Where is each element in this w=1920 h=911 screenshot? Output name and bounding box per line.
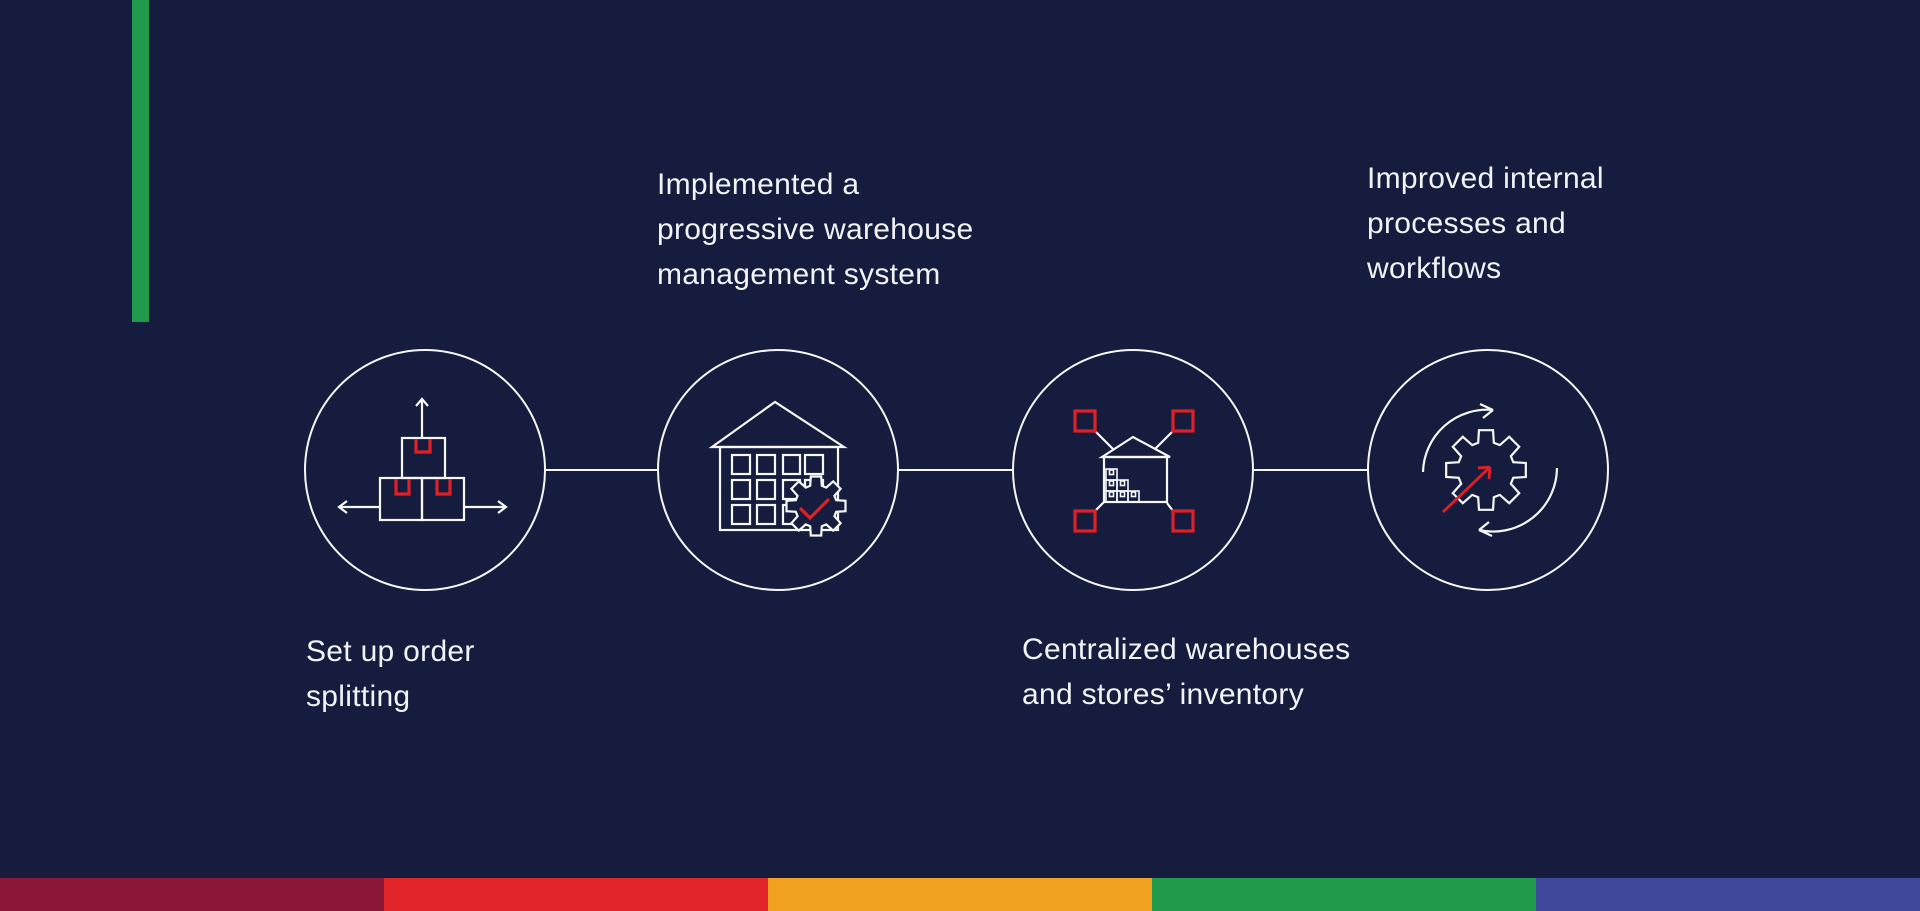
step-label-3: Centralized warehouses and stores’ inven… [1022,633,1351,711]
footer-color-bar [0,878,1920,911]
step-label-2: Implemented a progressive warehouse mana… [657,168,974,291]
centralized-inventory-icon [1073,409,1195,533]
connector-line-1 [546,469,657,471]
warehouse-management-icon [708,400,848,560]
step-label-4: Improved internal processes and workflow… [1367,162,1604,285]
node-square [1073,509,1097,533]
footer-segment-blue [1536,878,1920,911]
node-square [1171,409,1195,433]
trend-arrow [1442,465,1491,514]
accent-bar [132,0,149,322]
cycle-arrow-top [1421,408,1494,473]
gear-icon [1446,430,1526,510]
connector-line-2 [899,469,1012,471]
footer-segment-orange [768,878,1152,911]
footer-segment-red [384,878,768,911]
gear-icon [787,477,846,536]
step-circle-3 [1012,349,1254,591]
box-tape-mark [435,479,452,496]
step-circle-2 [657,349,899,591]
node-square [1073,409,1097,433]
footer-segment-maroon [0,878,384,911]
process-improvement-icon [1421,403,1559,537]
step-circle-1 [304,349,546,591]
cycle-arrow-bottom [1478,467,1559,533]
step-label-1: Set up order splitting [306,635,475,713]
checkmark-icon [799,498,830,521]
order-splitting-boxes-icon [337,397,508,522]
box-tape-mark [394,479,411,496]
connector-line-3 [1254,469,1367,471]
step-circle-4 [1367,349,1609,591]
node-square [1171,509,1195,533]
footer-segment-green [1152,878,1536,911]
box-tape-mark [414,439,432,454]
